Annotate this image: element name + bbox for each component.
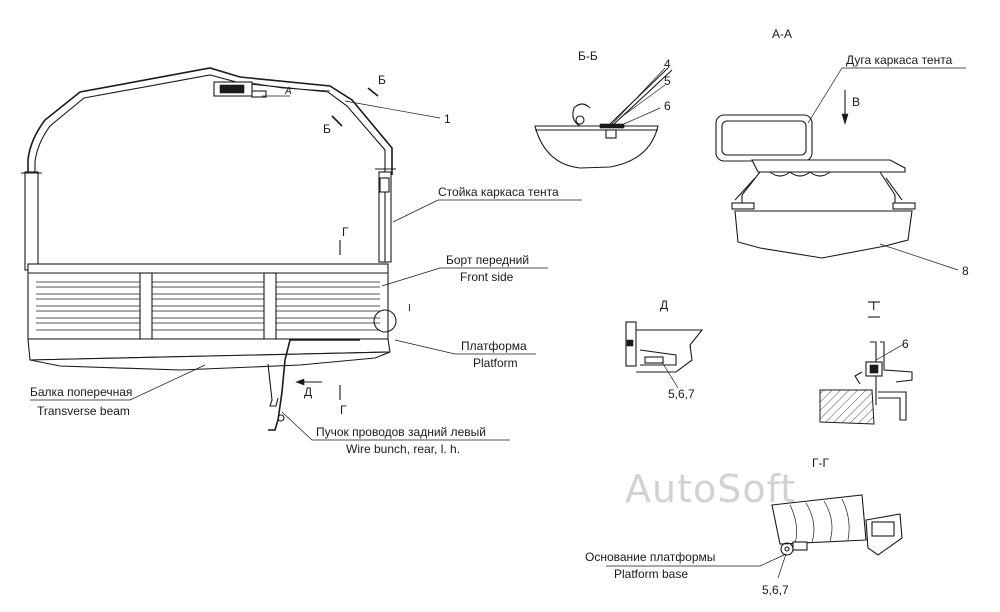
- label-front-side-ru: Борт передний: [446, 253, 529, 267]
- label-base-en: Platform base: [614, 567, 688, 581]
- wire-bunch: [268, 339, 360, 431]
- label-567-d: 5,6,7: [668, 387, 695, 401]
- label-wires-ru: Пучок проводов задний левый: [316, 425, 486, 439]
- tent-frame-arc-outer: [27, 67, 393, 178]
- label-arc: Дуга каркаса тента: [846, 53, 953, 67]
- label-6-i: 6: [902, 337, 909, 351]
- detail-d: Д 5,6,7: [625, 298, 704, 401]
- mark-g-top: Г: [342, 225, 349, 239]
- mark-v: В: [852, 95, 860, 109]
- watermark-text: AutoSoft: [625, 467, 796, 511]
- section-aa-title: А-А: [772, 27, 792, 41]
- detail-i-circle: [373, 309, 397, 333]
- label-platform-ru: Платформа: [461, 339, 527, 353]
- mark-g-bottom: Г: [340, 403, 347, 417]
- label-1: 1: [444, 112, 451, 126]
- mark-b-top: Б: [378, 73, 386, 87]
- label-base-ru: Основание платформы: [585, 550, 715, 564]
- transverse-beam: [29, 351, 391, 371]
- section-bb: Б-Б 4 5 6: [534, 49, 673, 169]
- tent-frame-arc-inner: [34, 74, 386, 178]
- label-front-side-en: Front side: [460, 270, 514, 284]
- section-aa: А-А В Дуга каркаса тента 8: [715, 27, 969, 278]
- label-8: 8: [962, 264, 969, 278]
- section-bb-title: Б-Б: [578, 49, 598, 63]
- mark-b-bottom: Б: [323, 122, 331, 136]
- main-view-labels: 1 Стойка каркаса тента Борт передний Fro…: [30, 73, 559, 456]
- label-platform-en: Platform: [473, 356, 518, 370]
- label-beam-ru: Балка поперечная: [30, 385, 132, 399]
- label-567-g: 5,6,7: [762, 583, 789, 597]
- label-4: 4: [664, 57, 671, 71]
- section-gg: Г-Г Основание платформы Platform base 5,…: [585, 456, 903, 597]
- front-side-board: [27, 263, 389, 340]
- left-stand: [24, 171, 39, 271]
- label-5: 5: [664, 74, 671, 88]
- detail-i-title: I: [872, 299, 875, 313]
- section-gg-title: Г-Г: [812, 456, 829, 470]
- mark-i: I: [408, 303, 411, 314]
- label-stand: Стойка каркаса тента: [438, 185, 559, 199]
- main-front-view: [21, 67, 582, 441]
- mark-d: Д: [304, 385, 312, 399]
- label-wires-en: Wire bunch, rear, l. h.: [346, 442, 460, 456]
- mark-a: А: [284, 86, 292, 97]
- detail-d-title: Д: [660, 298, 668, 312]
- detail-i: I 6: [819, 299, 913, 425]
- label-6-bb: 6: [664, 99, 671, 113]
- label-beam-en: Transverse beam: [37, 404, 130, 418]
